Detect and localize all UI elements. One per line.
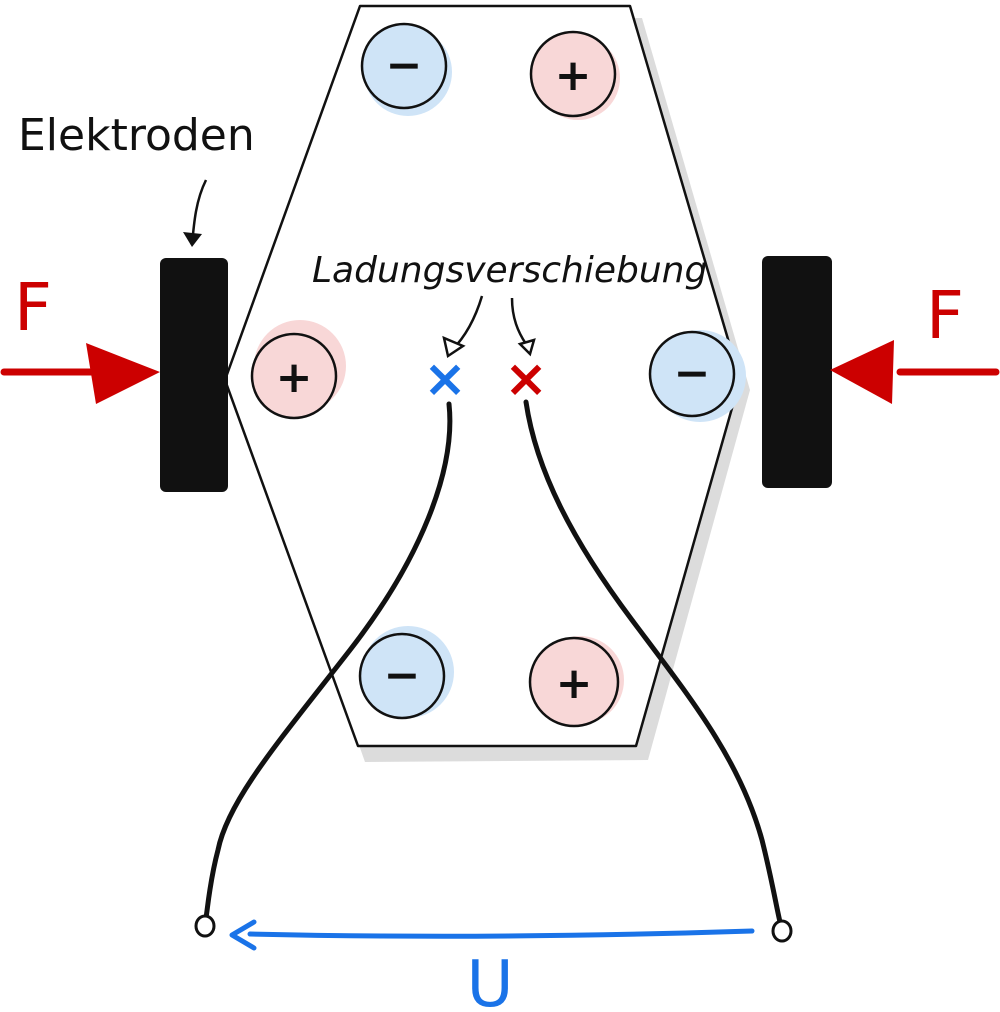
charge-shift-pointer-left-head [442,335,466,359]
charge-top-left: − [360,22,452,116]
voltage-arrowhead [229,919,257,951]
voltage-arrow [247,928,755,939]
charge-shift-pointer-right-head [517,338,536,357]
charge-shift-label: Ladungsverschiebung [312,250,707,291]
center-marker-negative: × [423,349,467,409]
charge-top-right: + [529,30,620,120]
charge-bottom-left: − [358,626,454,720]
charge-top-right-sign: + [555,50,592,101]
center-marker-positive: × [504,349,548,409]
force-right-label: F [926,277,964,354]
terminal-right [771,919,793,943]
charge-mid-right-sign: − [674,348,711,399]
charge-mid-right: − [648,330,746,422]
voltage-label: U [467,948,514,1012]
charge-bottom-right: + [528,636,624,728]
electrodes-pointer-head [183,232,202,247]
charge-shift-pointer-right [510,297,528,345]
left-electrode [160,258,228,492]
charge-mid-left-sign: + [276,352,313,403]
charge-bottom-right-sign: + [556,658,593,709]
terminal-left [194,914,216,938]
wire-right [523,399,783,925]
force-left-label: F [14,269,52,346]
wire-left [203,401,453,921]
charge-bottom-left-sign: − [384,650,421,701]
electrodes-label: Elektroden [18,110,255,161]
charge-top-left-sign: − [386,40,423,91]
force-right-arrowhead [830,340,894,404]
force-left-arrowhead [86,343,160,404]
right-electrode [762,256,832,488]
charge-mid-left: + [250,320,346,420]
